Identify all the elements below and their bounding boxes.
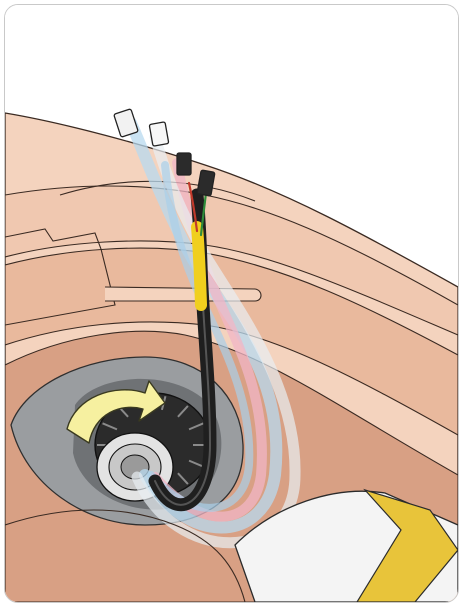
cable-yellow-sleeve [197, 227, 201, 305]
connector-black-1 [177, 153, 191, 175]
figure-frame [4, 4, 459, 603]
connector-illustration [5, 5, 458, 602]
connector-white-2 [149, 122, 169, 146]
